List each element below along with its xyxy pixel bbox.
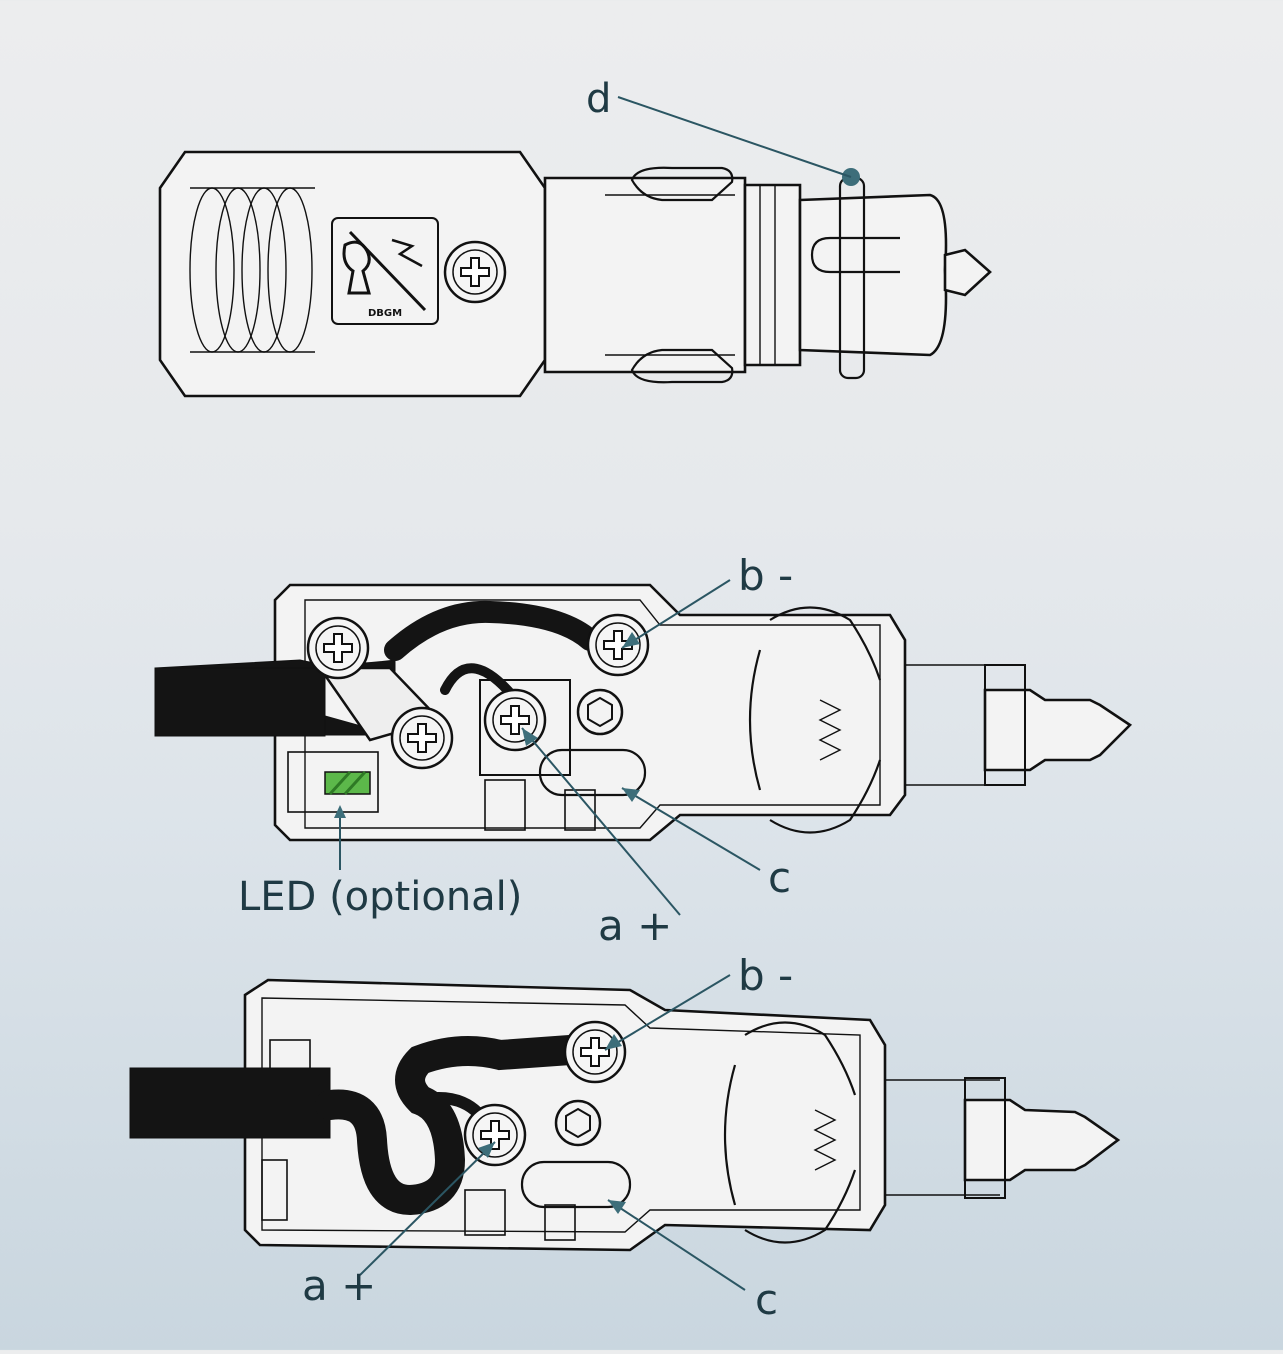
housing-outline-2 (243, 978, 887, 1252)
label-d-leader (617, 96, 852, 178)
label-b-leader-1 (621, 579, 731, 649)
label-b-minus-1: b - (738, 551, 793, 600)
plug-collar (743, 183, 802, 367)
label-c-leader-2 (607, 1199, 746, 1291)
black-wire-2 (315, 1035, 585, 1216)
screw-a-plus-1 (483, 688, 547, 752)
label-a-plus-1: a + (598, 901, 672, 950)
spring-2 (723, 1021, 857, 1244)
screw-1a (306, 616, 370, 680)
tip-1 (983, 688, 1133, 772)
grip-ribs (189, 187, 315, 353)
screw-b-minus-1 (586, 613, 650, 677)
label-a-leader-2 (359, 1141, 496, 1276)
black-wire-1 (384, 600, 601, 661)
label-c-1: c (768, 853, 791, 902)
tip-2 (963, 1098, 1121, 1182)
plug-tip (943, 248, 992, 297)
spring-1 (748, 606, 882, 834)
wiring-view-2: b - a + c (129, 951, 1121, 1324)
label-c-2: c (755, 1275, 778, 1324)
label-b-minus-2: b - (738, 951, 793, 1000)
plug-shaft (543, 176, 747, 374)
label-a-leader-1 (521, 727, 681, 916)
logo-text: DBGM (368, 308, 402, 319)
cable-2 (129, 1067, 331, 1139)
handle-screw (443, 240, 507, 304)
screw-a-plus-2 (463, 1103, 527, 1167)
wiring-view-1: b - LED (optional) a + c (154, 551, 1133, 950)
fuse-2 (520, 1160, 632, 1209)
label-d: d (586, 76, 611, 122)
label-a-plus-2: a + (302, 1261, 376, 1310)
dbgm-logo: DBGM (331, 217, 439, 325)
plug-tip-holder (798, 193, 948, 357)
fuse-clip (810, 236, 900, 274)
label-c-leader-1 (621, 787, 761, 871)
screw-b-minus-2 (563, 1020, 627, 1084)
exterior-view: DBGM d (158, 76, 992, 398)
fuse-1 (538, 748, 647, 797)
housing-outline-1 (273, 583, 907, 842)
screw-1b (390, 706, 454, 770)
label-led: LED (optional) (238, 874, 522, 920)
label-b-leader-2 (604, 974, 731, 1051)
